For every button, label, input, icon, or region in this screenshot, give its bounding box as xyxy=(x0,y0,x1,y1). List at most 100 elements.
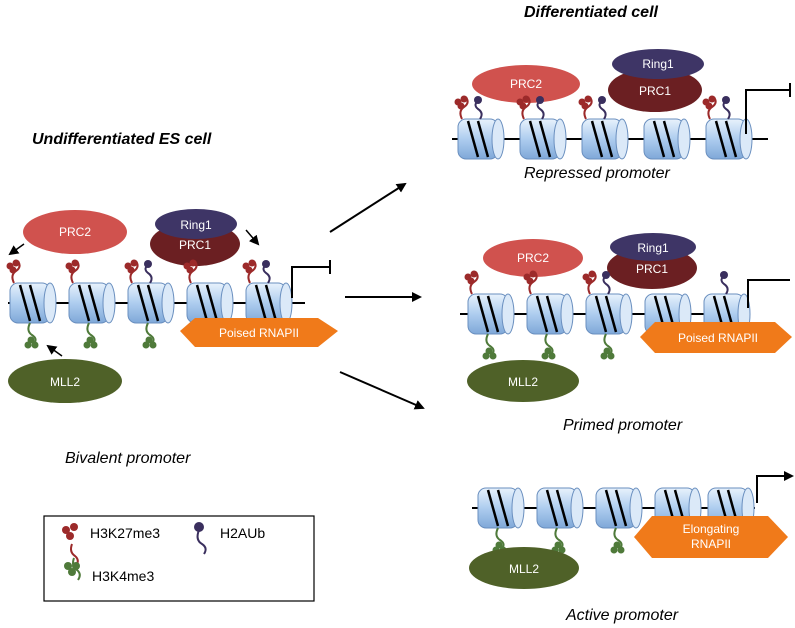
tss-blocked-symbol xyxy=(291,260,331,298)
legend-h3k27me3-label: H3K27me3 xyxy=(90,525,160,541)
h3k27me3-mark xyxy=(65,259,80,284)
mll2-label: MLL2 xyxy=(508,375,538,389)
prc1-complex xyxy=(608,68,702,112)
h3k27me3-mark xyxy=(516,95,531,120)
nucleosome xyxy=(585,293,633,335)
tss-symbol xyxy=(747,279,790,308)
nucleosome xyxy=(245,282,293,324)
h3k27me3-mark xyxy=(464,270,479,295)
nucleosome xyxy=(477,487,525,529)
legend-h3k4me3-label: H3K4me3 xyxy=(92,568,154,584)
prc2-complex xyxy=(483,239,583,277)
primed-caption: Primed promoter xyxy=(563,417,683,434)
prc2-complex xyxy=(23,210,127,254)
h3k4me3-mark xyxy=(142,322,157,349)
transition-arrows xyxy=(329,182,425,410)
mll2-complex xyxy=(469,547,579,589)
h2aub-mark xyxy=(474,96,483,120)
h2aub-mark xyxy=(722,96,731,120)
legend-h2aub-icon xyxy=(194,522,207,555)
h3k27me3-mark xyxy=(183,259,198,284)
h2aub-mark xyxy=(536,96,545,120)
h3k4me3-mark xyxy=(482,333,497,360)
nucleosome xyxy=(595,487,643,529)
arrow-to-repressed xyxy=(329,182,407,233)
h3k4me3-mark xyxy=(83,322,98,349)
nucleosome xyxy=(467,293,515,335)
nucleosome xyxy=(519,118,567,160)
prc1-label: PRC1 xyxy=(636,262,668,276)
nucleosome xyxy=(9,282,57,324)
nucleosome xyxy=(127,282,175,324)
small-arrow-demethylation xyxy=(8,243,25,256)
ring1-complex xyxy=(610,233,696,261)
ring1-complex xyxy=(155,209,237,239)
legend-h3k27me3-icon xyxy=(62,523,79,567)
mll2-complex xyxy=(8,359,122,403)
repressed-caption: Repressed promoter xyxy=(524,165,671,182)
poised-rnapii xyxy=(180,318,338,347)
h3k27me3-mark xyxy=(582,270,597,295)
legend-box xyxy=(43,515,315,602)
nucleosome xyxy=(581,118,629,160)
h3k27me3-mark xyxy=(124,259,139,284)
h3k4me3-mark xyxy=(551,527,566,554)
nucleosome xyxy=(68,282,116,324)
mll2-label: MLL2 xyxy=(509,562,539,576)
bivalent-promoter: PRC2 PRC1 Ring1 xyxy=(6,209,338,403)
nucleosome xyxy=(536,487,584,529)
h3k27me3-mark xyxy=(523,270,538,295)
h2aub-mark xyxy=(262,260,271,284)
prc1-label: PRC1 xyxy=(639,84,671,98)
legend: H3K27me3 H2AUb H3K4me3 xyxy=(43,515,315,602)
h3k27me3-mark xyxy=(702,95,717,120)
nucleosome xyxy=(705,118,753,160)
h3k4me3-mark xyxy=(600,333,615,360)
nucleosome xyxy=(643,118,691,160)
elongating-label-line2: RNAPII xyxy=(691,537,731,551)
nucleosome xyxy=(526,293,574,335)
elongating-rnapii xyxy=(634,516,788,558)
small-arrow-methylation xyxy=(46,344,63,357)
active-promoter: Elongating RNAPII MLL2 xyxy=(469,471,794,589)
primed-promoter: PRC2 PRC1 Ring1 Poised RNAPII MLL2 xyxy=(460,233,792,402)
h2aub-mark xyxy=(720,271,729,295)
legend-h3k4me3-icon xyxy=(64,557,81,581)
h3k27me3-mark xyxy=(454,95,469,120)
poised-rnapii-label: Poised RNAPII xyxy=(219,326,299,340)
h3k4me3-mark xyxy=(541,333,556,360)
prc1-label: PRC1 xyxy=(179,238,211,252)
elongating-label-line1: Elongating xyxy=(683,522,740,536)
h3k27me3-mark xyxy=(6,259,21,284)
tss-blocked-symbol xyxy=(745,83,791,134)
h2aub-mark xyxy=(598,96,607,120)
h2aub-mark xyxy=(144,260,153,284)
active-caption: Active promoter xyxy=(565,607,679,624)
undifferentiated-title: Undifferentiated ES cell xyxy=(32,131,212,148)
mll2-complex xyxy=(467,360,579,402)
prc2-label: PRC2 xyxy=(510,77,542,91)
prc2-label: PRC2 xyxy=(59,225,91,239)
poised-rnapii xyxy=(640,322,792,353)
h3k4me3-mark xyxy=(24,322,39,349)
poised-rnapii-label: Poised RNAPII xyxy=(678,331,758,345)
nucleosome xyxy=(457,118,505,160)
ring1-label: Ring1 xyxy=(637,241,669,255)
legend-h2aub-label: H2AUb xyxy=(220,525,265,541)
tss-active-symbol xyxy=(756,475,786,503)
h3k27me3-mark xyxy=(242,259,257,284)
nucleosome xyxy=(186,282,234,324)
small-arrow-ubiquitination xyxy=(245,229,260,246)
h2aub-mark xyxy=(602,271,611,295)
h3k4me3-mark xyxy=(610,527,625,554)
arrow-to-active xyxy=(339,371,425,410)
bivalent-caption: Bivalent promoter xyxy=(65,450,191,467)
mll2-label: MLL2 xyxy=(50,375,80,389)
transcription-arrow-icon xyxy=(784,471,794,481)
prc2-complex xyxy=(472,65,580,103)
prc2-label: PRC2 xyxy=(517,251,549,265)
ring1-label: Ring1 xyxy=(642,57,674,71)
repressed-promoter: PRC2 PRC1 Ring1 xyxy=(452,49,791,160)
ring1-complex xyxy=(612,49,704,79)
